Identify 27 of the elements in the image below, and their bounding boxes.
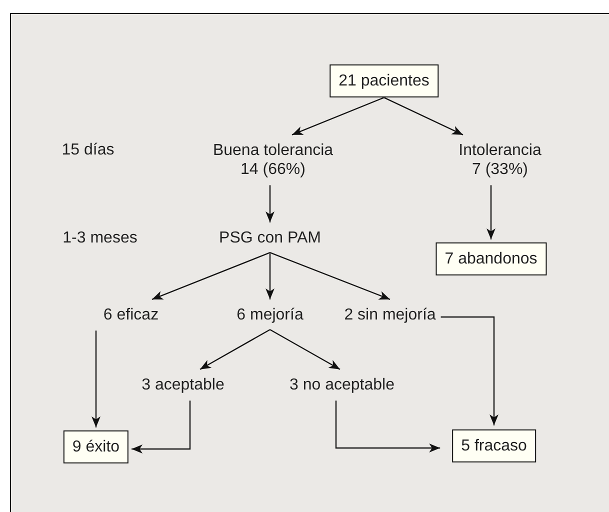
flow-text: Intolerancia 7 (33%)	[455, 140, 545, 180]
arrow	[270, 252, 390, 300]
flow-text: Buena tolerancia 14 (66%)	[203, 140, 343, 180]
arrow	[384, 97, 464, 136]
arrow	[92, 330, 100, 428]
flow-text: 6 eficaz	[103, 305, 159, 325]
outcome-box: 7 abandonos	[436, 242, 546, 276]
outcome-box: 9 éxito	[63, 430, 129, 464]
arrow	[440, 316, 498, 426]
arrow	[266, 254, 274, 300]
time-label: 15 días	[62, 140, 114, 160]
flow-text: 6 mejoría	[236, 305, 304, 325]
time-label: 1-3 meses	[62, 228, 138, 248]
arrow	[152, 252, 270, 300]
arrow	[270, 329, 340, 370]
arrow	[292, 97, 384, 136]
flow-text: 2 sin mejoría	[344, 305, 436, 325]
arrow	[335, 400, 440, 452]
flow-text: 3 no aceptable	[290, 375, 394, 395]
arrow	[266, 185, 274, 222]
flow-text: PSG con PAM	[219, 228, 321, 248]
outcome-box: 5 fracaso	[452, 429, 536, 463]
outcome-box: 21 pacientes	[330, 64, 438, 98]
arrow	[200, 329, 270, 370]
arrow	[486, 185, 496, 240]
flow-text: 3 aceptable	[142, 375, 224, 395]
arrow	[132, 400, 191, 454]
